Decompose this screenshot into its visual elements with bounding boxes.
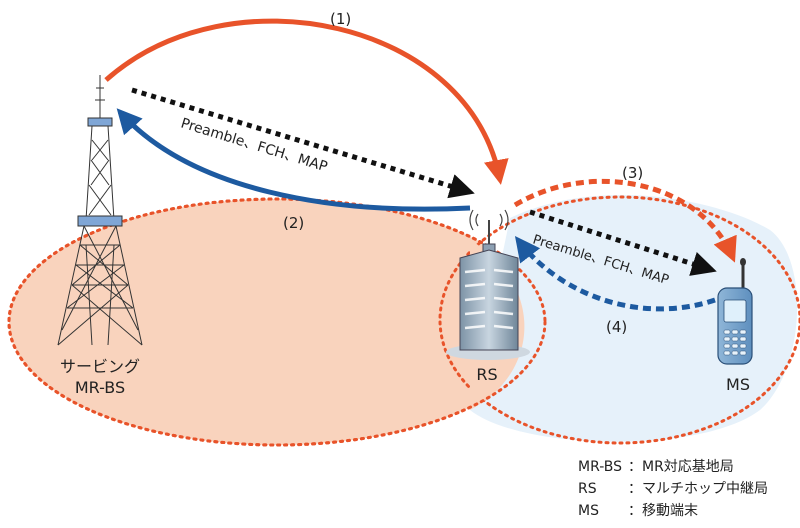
- legend-term: MR-BS: [578, 459, 623, 475]
- legend-desc: ：MR対応基地局: [628, 459, 734, 475]
- arrow-step1: [104, 18, 509, 185]
- rs-building-icon: [446, 209, 530, 360]
- legend: MR-BS ：MR対応基地局 RS ：マルチホップ中継局 MS ：移動端末: [578, 456, 768, 522]
- arrow-downlink-bs-rs: [131, 87, 475, 199]
- ms-phone-icon: [717, 258, 753, 365]
- legend-term: RS: [578, 481, 597, 497]
- legend-row: RS ：マルチホップ中継局: [578, 478, 768, 500]
- arrow-step4: [514, 236, 716, 312]
- arrow-step2: [116, 108, 471, 212]
- step1-label: (1): [330, 10, 351, 28]
- step4-label: (4): [606, 318, 627, 336]
- legend-term: MS: [578, 503, 599, 519]
- bs-label-line1: サービング: [60, 357, 140, 376]
- legend-row: MS ：移動端末: [578, 500, 768, 522]
- rs-label: RS: [476, 365, 497, 384]
- arrow-downlink-rs-ms: [529, 209, 717, 276]
- legend-desc: ：マルチホップ中継局: [628, 481, 768, 497]
- ms-label: MS: [726, 375, 750, 394]
- downlink-label-top: Preamble、FCH、MAP: [179, 116, 329, 176]
- step3-label: (3): [622, 164, 643, 182]
- rs-coverage-outline: [438, 195, 800, 445]
- arrow-step3: [513, 178, 737, 263]
- legend-row: MR-BS ：MR対応基地局: [578, 456, 768, 478]
- bs-tower-icon: [57, 75, 143, 346]
- bs-label-line2: MR-BS: [75, 378, 125, 397]
- legend-desc: ：移動端末: [628, 503, 698, 519]
- step2-label: (2): [283, 214, 304, 232]
